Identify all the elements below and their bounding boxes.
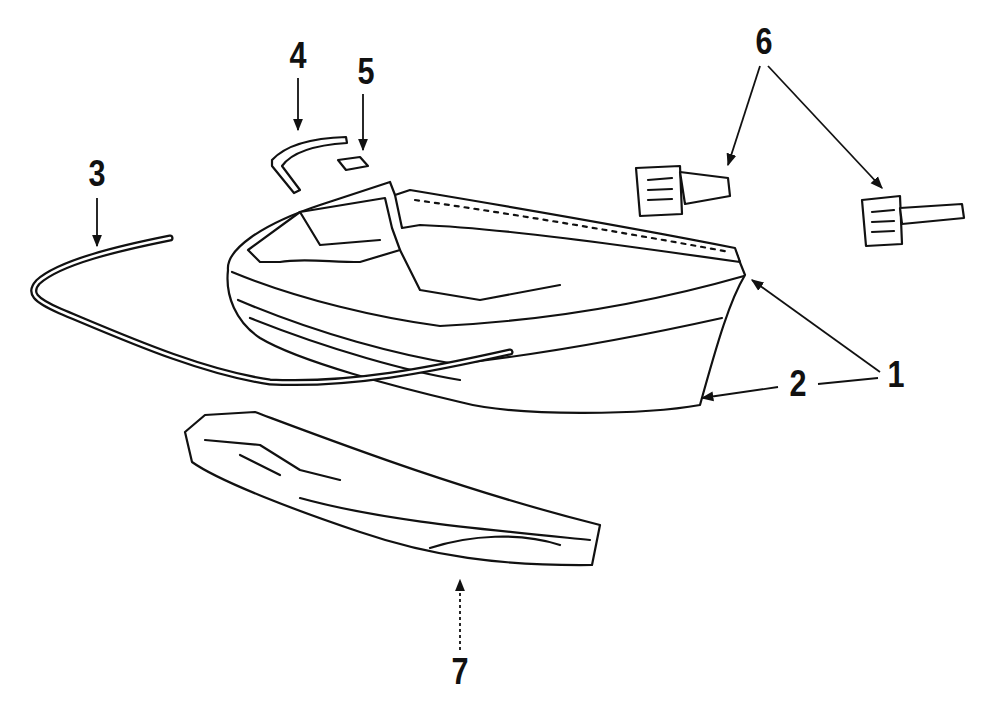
callout-number: 4 — [289, 38, 306, 74]
callout-number: 2 — [789, 366, 806, 402]
corner-molding — [272, 137, 347, 193]
bumper-ridge — [238, 300, 722, 364]
bumper-cover — [228, 182, 745, 413]
retainer-clip — [680, 172, 730, 204]
bumper-recess — [300, 212, 380, 245]
bumper-recess — [248, 198, 400, 262]
retainer-clip — [636, 166, 682, 216]
callout-number: 3 — [88, 156, 105, 192]
retainer-clip — [872, 210, 894, 232]
pad — [338, 157, 368, 170]
callout-number: 1 — [887, 357, 904, 393]
leader-line — [728, 66, 760, 165]
lower-spoiler — [185, 412, 600, 565]
leader-line — [459, 580, 461, 650]
lower-spoiler — [205, 440, 590, 548]
callout-number: 6 — [755, 24, 772, 60]
leader-line — [297, 78, 299, 130]
retainer-clip — [648, 178, 672, 200]
molding-strip — [34, 238, 510, 383]
callout-number: 5 — [357, 54, 374, 90]
leader-line — [768, 66, 882, 188]
molding-strip — [34, 238, 510, 383]
retainer-clip — [900, 204, 964, 224]
leader-line — [752, 280, 880, 372]
bumper-recess — [400, 250, 560, 300]
leader-line — [818, 378, 878, 384]
leader-line — [702, 387, 778, 398]
leader-line — [362, 94, 364, 150]
retainer-clip — [862, 196, 902, 246]
leader-line — [96, 198, 98, 246]
callout-number: 7 — [451, 654, 468, 690]
